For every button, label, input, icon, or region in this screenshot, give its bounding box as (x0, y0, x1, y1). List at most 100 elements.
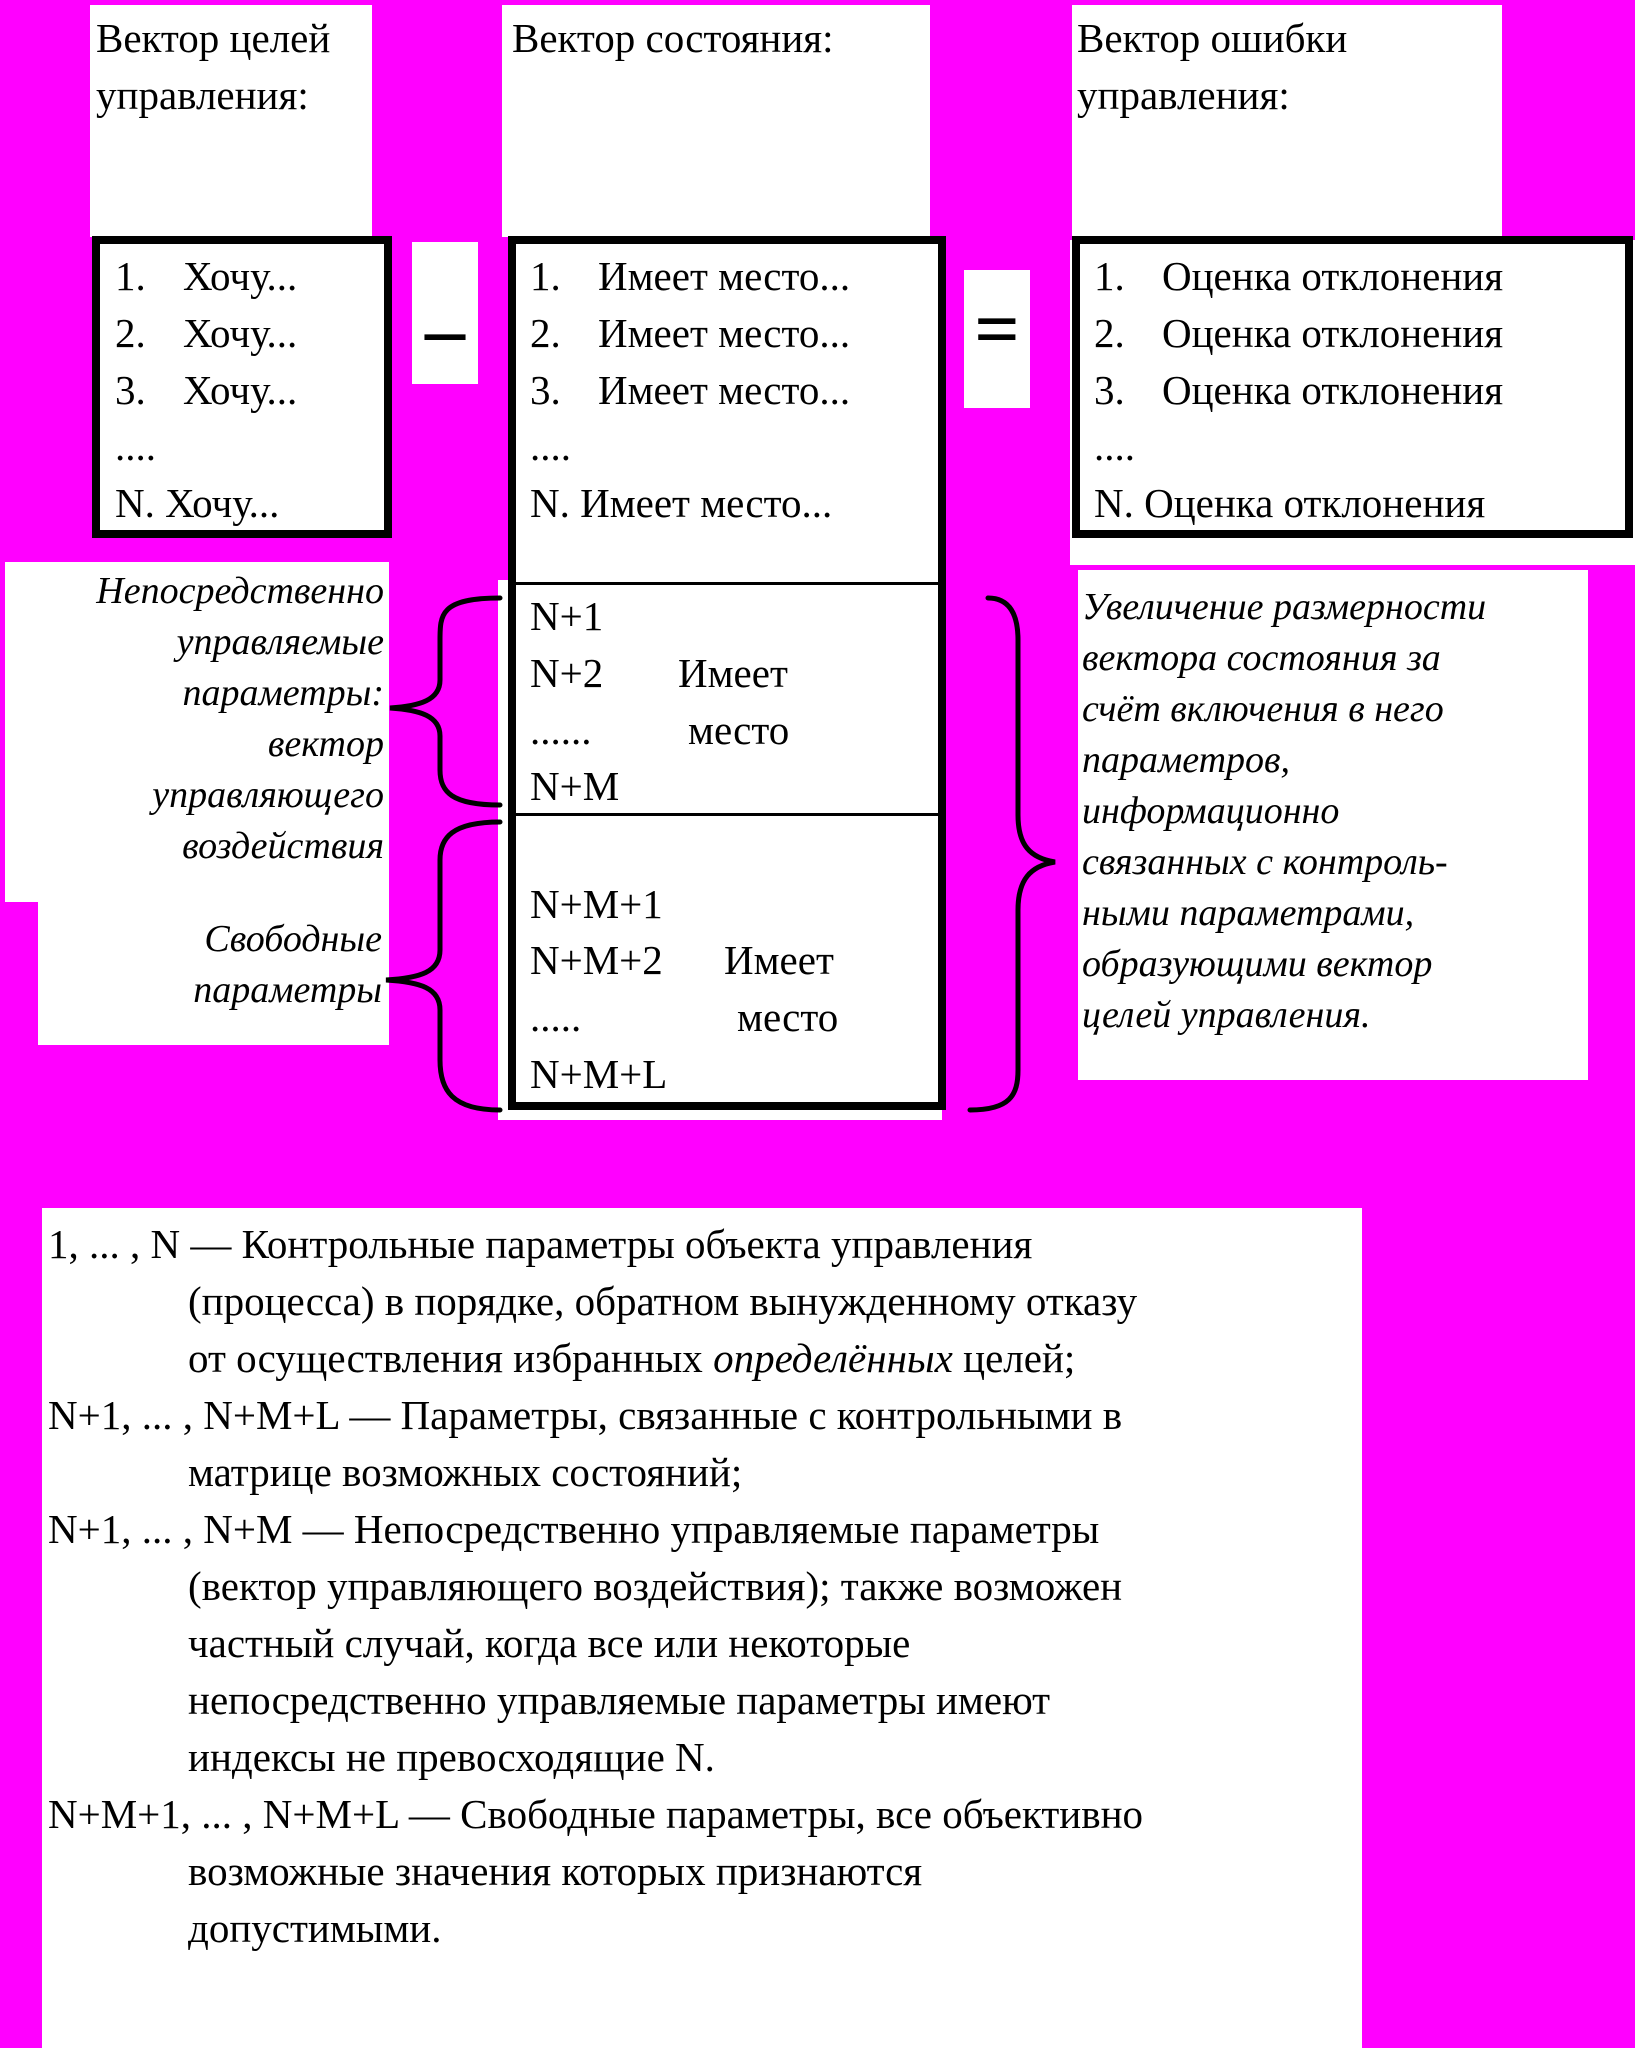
error-vector-box (1072, 236, 1633, 538)
controlled-label-line: Непосредственно (96, 570, 384, 612)
controlled-label-line: управляемые (176, 621, 384, 663)
goals-item-last: N. Хочу... (115, 480, 280, 526)
state-sec2-word1: Имеет (678, 650, 788, 696)
legend-item-cont-line: от осуществления избранных определённых … (48, 1330, 1348, 1387)
goals-item-text: Хочу... (183, 253, 298, 299)
controlled-label-line: управляющего (152, 774, 384, 816)
state-item-text: Имеет место... (598, 310, 851, 356)
legend-text: целей; (952, 1335, 1076, 1381)
state-header-panel (502, 5, 930, 237)
goals-item-text: Хочу... (183, 367, 298, 413)
minus-operator: – (425, 286, 465, 374)
legend-item-cont-line: частный случай, когда все или некоторые (188, 1620, 911, 1666)
right-label-line: параметров, (1082, 739, 1291, 781)
state-item-num: 2. (530, 310, 561, 356)
free-label-line: Свободные (204, 918, 382, 960)
legend: 1, ... , N — Контрольные параметры объек… (48, 1216, 1348, 1957)
legend-item-cont-line: допустимыми. (188, 1905, 442, 1951)
goals-item: 2. Хочу... (115, 305, 297, 362)
error-vector-header: Вектор ошибки управления: (1077, 15, 1348, 118)
legend-item: N+1, ... , N+M — Непосредственно управля… (48, 1501, 1348, 1786)
state-item-text: Имеет место... (598, 253, 851, 299)
dimension-increase-label: Увеличение размерности вектора состояния… (1082, 582, 1582, 1041)
error-item-text: Оценка отклонения (1162, 367, 1504, 413)
state-sec3-line4: N+M+L (530, 1051, 668, 1097)
goals-ellipsis: .... (115, 423, 156, 469)
right-label-line: счёт включения в него (1082, 688, 1444, 730)
error-item: 2.Оценка отклонения (1094, 305, 1503, 362)
goals-vector-header: Вектор целей управления: (96, 15, 331, 118)
state-sec3-word1: Имеет (724, 937, 834, 983)
right-label-line: ными параметрами, (1082, 892, 1415, 934)
state-item-num: 3. (530, 367, 561, 413)
error-item-num: 1. (1094, 253, 1125, 299)
brace-free-params (385, 819, 503, 1113)
legend-item-cont-line: индексы не превосходящие N. (188, 1734, 715, 1780)
state-vector-header: Вектор состояния: (512, 15, 834, 61)
right-label-line: Увеличение размерности (1082, 586, 1487, 628)
controlled-label-line: воздействия (182, 825, 384, 867)
legend-italic-word: определённых (713, 1335, 953, 1381)
right-label-line: информационно (1082, 790, 1340, 832)
error-ellipsis: .... (1094, 423, 1135, 469)
legend-item-cont-line: возможные значения которых признаются (188, 1848, 923, 1894)
state-sec2-word2: место (688, 707, 790, 753)
right-label-panel (1078, 570, 1588, 1080)
minus-panel (412, 242, 478, 384)
state-item-text: Имеет место... (598, 367, 851, 413)
state-sec3-line1: N+M+1 (530, 881, 663, 927)
legend-item-first-line: N+M+1, ... , N+M+L — Свободные параметры… (48, 1791, 1144, 1837)
state-divider-2 (516, 813, 938, 816)
state-item-last: N. Имеет место... (530, 480, 833, 526)
state-item: 1. Имеет место... (530, 248, 850, 305)
error-item: 3. Оценка отклонения (1094, 362, 1503, 419)
left-labels-panel-lower (38, 900, 389, 1045)
state-item-num: 1. (530, 253, 561, 299)
state-ellipsis: .... (530, 423, 571, 469)
state-divider-1 (516, 582, 938, 585)
error-item: 1. Оценка отклонения (1094, 248, 1503, 305)
state-sec3-line3: ..... (530, 994, 582, 1040)
error-item-num: 3. (1094, 367, 1125, 413)
error-item-text: Оценка отклонения (1162, 253, 1504, 299)
state-sec2-line1: N+1 (530, 593, 604, 639)
left-labels-panel (5, 562, 389, 902)
goals-item: 3.Хочу... (115, 362, 297, 419)
state-vector-box (508, 236, 946, 1110)
goals-vector-box (92, 236, 392, 538)
error-header-panel (1072, 5, 1502, 237)
legend-item: N+M+1, ... , N+M+L — Свободные параметры… (48, 1786, 1348, 1957)
state-sec3-line2: N+M+2 (530, 937, 663, 983)
legend-item-cont-line: непосредственно управляемые параметры им… (188, 1677, 1051, 1723)
controlled-label-line: вектор (267, 723, 384, 765)
legend-text: от осуществления избранных (188, 1335, 714, 1381)
brace-controlled-params (389, 595, 503, 808)
free-params-label: Свободные параметры (40, 914, 382, 1016)
controlled-params-label: Непосредственно управляемые параметры: в… (10, 566, 384, 872)
equals-panel (964, 270, 1030, 408)
legend-item-cont-line: (процесса) в порядке, обратном вынужденн… (188, 1278, 1138, 1324)
equals-operator: = (974, 286, 1020, 374)
goals-header-panel (90, 5, 372, 237)
free-label-line: параметры (193, 969, 382, 1011)
right-label-line: связанных с контроль- (1082, 841, 1448, 883)
state-sec2-line2: N+2 (530, 650, 604, 696)
state-item: 3. Имеет место... (530, 362, 850, 419)
goals-item-text: Хочу... (183, 310, 298, 356)
state-sec2-line3: ...... (530, 707, 592, 753)
controlled-label-line: параметры: (182, 672, 384, 714)
goals-item-num: 2. (115, 310, 146, 356)
legend-item-first-line: N+1, ... , N+M — Непосредственно управля… (48, 1506, 1100, 1552)
right-label-line: образующими вектор (1082, 943, 1433, 985)
goals-item: 1.Хочу... (115, 248, 297, 305)
right-label-line: вектора состояния за (1082, 637, 1441, 679)
legend-item-cont-line: (вектор управляющего воздействия); также… (188, 1563, 1123, 1609)
error-item-last: N. Оценка отклонения (1094, 480, 1486, 526)
error-item-num: 2. (1094, 310, 1125, 356)
legend-panel (42, 1208, 1362, 2048)
state-sec3-word2: место (737, 994, 839, 1040)
state-item: 2. Имеет место... (530, 305, 850, 362)
legend-item-first-line: N+1, ... , N+M+L — Параметры, связанные … (48, 1392, 1123, 1438)
brace-dimension-increase (967, 595, 1056, 1113)
